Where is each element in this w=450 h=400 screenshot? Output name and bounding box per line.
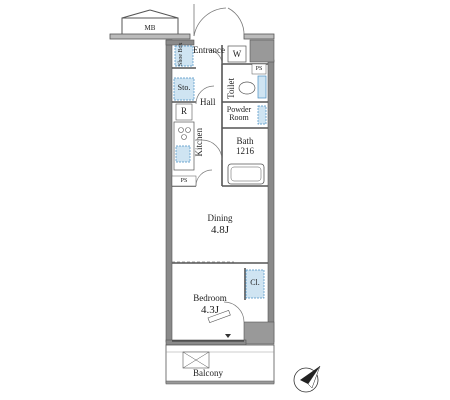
bath-size-label: 1216: [236, 146, 254, 156]
corridor-wall: [109, 33, 275, 40]
shoe-box-fixture: [174, 45, 194, 67]
storage-label: Sto.: [177, 83, 191, 92]
ps-box: [251, 63, 267, 75]
compass-icon: [293, 365, 321, 393]
entrance-door: [193, 4, 245, 37]
ps-label: PS: [255, 66, 263, 72]
balcony-label: Balcony: [193, 368, 223, 378]
kitchen-label: Kitchen: [194, 128, 204, 157]
powder-room-label: Powder Room: [226, 105, 252, 123]
mb-label: MB: [144, 24, 156, 32]
bath-label: Bath: [236, 136, 254, 146]
closet-label: Cl.: [250, 278, 260, 287]
hall-label: Hall: [200, 97, 216, 107]
ps-box-2: [171, 175, 197, 187]
washer-label: W: [232, 49, 242, 59]
compass-label: N: [319, 362, 325, 368]
washer-fixture: [227, 45, 247, 63]
bathtub: [227, 163, 265, 185]
storage-fixture: [173, 77, 195, 101]
refrigerator-label: R: [180, 106, 188, 116]
bedroom-size-label: 4.3J: [200, 304, 220, 316]
bedroom-label: Bedroom: [193, 293, 227, 303]
entrance-label: Entrance: [193, 45, 225, 55]
kitchen-counter: [173, 121, 195, 171]
window-marker: [225, 334, 231, 338]
outer-walls: [165, 39, 275, 346]
shoe-box-label: Shoe Box: [178, 42, 184, 66]
balcony-area: [165, 344, 275, 385]
toilet-label: Toilet: [226, 78, 236, 99]
refrigerator-space: [175, 103, 193, 121]
powder-basin: [257, 105, 267, 125]
dining-label: Dining: [207, 213, 233, 223]
toilet-fixture: [238, 75, 267, 99]
closet-fixture: [245, 269, 265, 299]
interior-doors: [172, 49, 245, 323]
bedroom-fixture: [207, 309, 231, 323]
ps-label-2: PS: [180, 178, 188, 184]
dining-size-label: 4.8J: [210, 224, 230, 236]
